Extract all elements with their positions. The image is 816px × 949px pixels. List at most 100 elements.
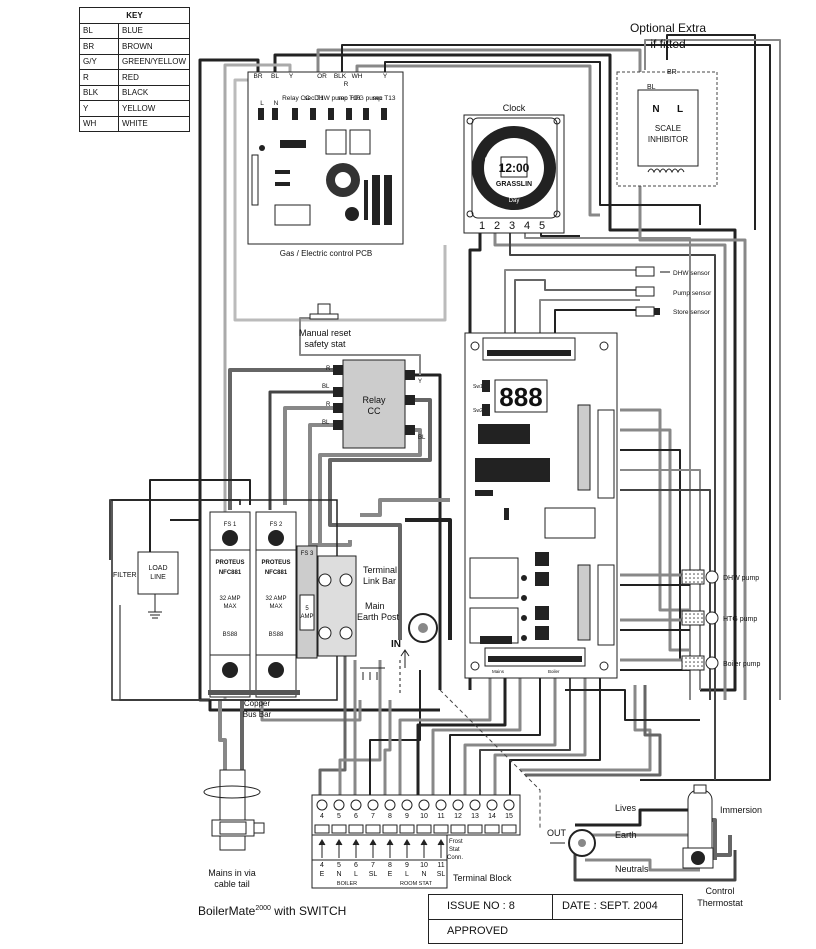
- bus-bar-label: Bus Bar: [243, 710, 272, 719]
- inhibitor-n: N: [652, 104, 659, 115]
- dhw-pump: DHW pump: [681, 569, 759, 585]
- terminal-link-bar: Terminal Link Bar: [317, 555, 397, 657]
- htg-pump-label: HTG pump: [723, 616, 757, 623]
- frost-stat-label-2: Stat: [449, 847, 460, 853]
- filter-label: FILTER: [113, 572, 137, 579]
- terminal-letter: E: [320, 871, 325, 878]
- clock-terminal: 4: [524, 220, 530, 232]
- clock-terminal: 5: [539, 220, 545, 232]
- fs2-brand: PROTEUS: [261, 560, 290, 566]
- fs2-rating-2: MAX: [269, 604, 282, 610]
- manual-reset-label-2: safety stat: [304, 339, 346, 349]
- earth-label: Earth: [615, 830, 637, 840]
- optional-extra-heading: Optional Extra: [630, 21, 706, 35]
- fs1-id: FS 1: [224, 522, 237, 528]
- terminal-block: 4 5 6 7 8 9 10 11 12 13 14 15: [311, 794, 521, 889]
- mains-label-2: cable tail: [214, 879, 250, 889]
- pcb-wire: BLK: [334, 73, 347, 80]
- svg-text:BoilerMate2000 with SWITCH: BoilerMate2000 with SWITCH: [198, 904, 346, 918]
- lives-label: Lives: [615, 803, 637, 813]
- fs2-model: NFC881: [265, 570, 288, 576]
- pcb-wire: WH: [352, 73, 363, 80]
- terminal-lower-number: 7: [371, 862, 375, 869]
- terminal-number: 12: [454, 813, 462, 820]
- main-earth-post-label-2: Earth Post: [357, 612, 400, 622]
- fs1-rating: 32 AMP: [219, 596, 240, 602]
- terminal-letter: N: [336, 871, 341, 878]
- store-sensor-label: Store sensor: [673, 309, 711, 316]
- fuse-fs2: FS 2 PROTEUS NFC881 32 AMP MAX BS88: [255, 511, 297, 698]
- fs2-rating: 32 AMP: [265, 596, 286, 602]
- room-stat-group-label: ROOM STAT: [400, 881, 433, 887]
- issue-date: DATE : SEPT. 2004: [562, 900, 658, 912]
- gas-electric-pcb: BR BL Y OR BLK R WH Y L N Relay CC sec T…: [247, 71, 404, 258]
- fuse-fs3: FS 3 5 AMP: [296, 545, 318, 659]
- pcb-wire: BR: [253, 73, 262, 80]
- inhibitor-wire-br: BR: [667, 69, 677, 76]
- main-earth-post: Main Earth Post IN: [357, 601, 438, 680]
- board-mains-label: Mains: [492, 669, 505, 674]
- relay-label-2: CC: [368, 406, 381, 416]
- clock-display: 12:00: [499, 161, 530, 175]
- control-thermostat-label: Control: [705, 886, 734, 896]
- terminal-letter: L: [354, 871, 358, 878]
- product-title: BoilerMate2000 with SWITCH: [198, 904, 346, 918]
- fs1-brand: PROTEUS: [215, 560, 244, 566]
- pcb-terminal-label: sec T1: [304, 95, 324, 102]
- terminal-number: 4: [320, 813, 324, 820]
- pcb-wire: Y: [289, 73, 294, 80]
- terminal-number: 7: [371, 813, 375, 820]
- terminal-letter: SL: [437, 871, 446, 878]
- fs2-id: FS 2: [270, 522, 283, 528]
- inhibitor-label-2: INHIBITOR: [648, 135, 689, 144]
- out-label: OUT: [547, 828, 567, 838]
- terminal-link-bar-label-2: Link Bar: [363, 576, 396, 586]
- copper-label: Copper: [244, 699, 271, 708]
- terminal-letter: E: [388, 871, 393, 878]
- issue-number: ISSUE NO : 8: [447, 900, 515, 912]
- terminal-number: 9: [405, 813, 409, 820]
- fs1-rating-2: MAX: [223, 604, 236, 610]
- fs3-rating-2: AMP: [300, 614, 313, 620]
- inhibitor-l: L: [677, 104, 683, 115]
- terminal-block-label: Terminal Block: [453, 873, 512, 883]
- terminal-number: 13: [471, 813, 479, 820]
- product-sup: 2000: [255, 905, 271, 912]
- boiler-group-label: BOILER: [337, 881, 357, 887]
- terminal-letter: SL: [369, 871, 378, 878]
- terminal-number: 6: [354, 813, 358, 820]
- clock-terminal: 2: [494, 220, 500, 232]
- relay-wire: R: [326, 402, 331, 408]
- immersion-label: Immersion: [720, 805, 762, 815]
- relay-wire: BL: [418, 435, 426, 441]
- pcb-terminal-label: L: [260, 100, 264, 107]
- main-earth-post-label: Main: [365, 601, 385, 611]
- board-boiler-label: Boiler: [548, 669, 560, 674]
- terminal-number: 15: [505, 813, 513, 820]
- in-label: IN: [391, 639, 401, 650]
- if-fitted-heading: if fitted: [650, 37, 685, 51]
- terminal-letter: N: [421, 871, 426, 878]
- neutrals-label: Neutrals: [615, 864, 649, 874]
- htg-pump: HTG pump: [681, 610, 757, 626]
- pcb-terminal-label: HTG pump: [350, 95, 382, 102]
- pcb-terminal-label: DHW pump: [314, 95, 348, 102]
- relay-label: Relay: [362, 395, 386, 405]
- pcb-terminal-label: sec T13: [372, 95, 395, 102]
- load-line-label-2: LINE: [150, 574, 166, 581]
- pcb-terminal-label: Relay CC: [282, 95, 310, 102]
- frost-stat-label: Frost: [449, 839, 463, 845]
- pcb-terminal-label: sec T16: [337, 95, 360, 102]
- terminal-number: 11: [437, 813, 444, 820]
- pumps: DHW pump HTG pump Boiler pump: [681, 569, 760, 671]
- dhw-pump-label: DHW pump: [723, 575, 759, 582]
- load-line-label: LOAD: [148, 565, 167, 572]
- pump-sensor-label: Pump sensor: [673, 290, 712, 297]
- product-name: BoilerMate: [198, 904, 256, 918]
- fs3-id: FS 3: [301, 551, 314, 557]
- scale-inhibitor: Optional Extra if fitted BL BR N L SCALE…: [616, 21, 718, 187]
- pcb-wire: BL: [271, 73, 279, 80]
